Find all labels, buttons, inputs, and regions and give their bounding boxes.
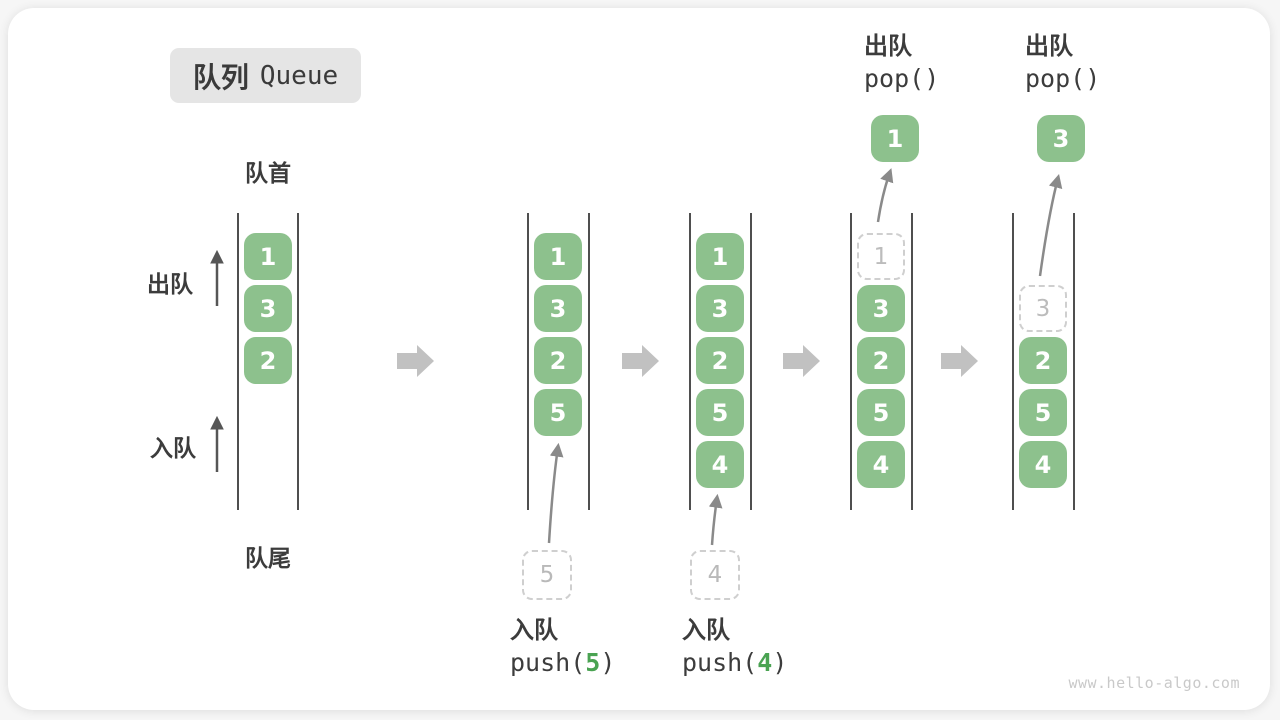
- queue-item-box: 3: [244, 285, 292, 332]
- queue-item-box: 3: [696, 285, 744, 332]
- queue-item-box: 2: [534, 337, 582, 384]
- code-fn: pop(): [1025, 64, 1101, 93]
- diagram-card: [8, 8, 1270, 710]
- pop-code: pop(): [864, 62, 939, 95]
- title-en: Queue: [259, 60, 339, 91]
- queue-item-box: 5: [534, 389, 582, 436]
- queue-wall-left: [689, 213, 691, 510]
- queue-item-box: 2: [1019, 337, 1067, 384]
- queue-item-box: 2: [244, 337, 292, 384]
- enqueue-side-label: 入队: [150, 436, 196, 462]
- queue-item-box: 5: [1019, 389, 1067, 436]
- queue-wall-right: [911, 213, 913, 510]
- queue-rear-label: 队尾: [245, 546, 291, 572]
- queue-wall-left: [237, 213, 239, 510]
- queue-wall-left: [527, 213, 529, 510]
- queue-item-box: 1: [244, 233, 292, 280]
- queue-wall-right: [297, 213, 299, 510]
- enqueue-label: 入队: [510, 616, 558, 644]
- queue-wall-left: [850, 213, 852, 510]
- queue-front-label: 队首: [245, 161, 291, 187]
- dequeue-label: 出队: [1025, 32, 1073, 60]
- queue-item-box: 1: [696, 233, 744, 280]
- pending-item-box: 5: [522, 550, 572, 600]
- queue-wall-right: [1073, 213, 1075, 510]
- watermark: www.hello-algo.com: [1068, 674, 1240, 692]
- code-fn: push(: [510, 648, 586, 677]
- push-code: push(5): [510, 646, 615, 679]
- queue-item-box: 5: [696, 389, 744, 436]
- popped-item-box: 1: [871, 115, 919, 162]
- title-zh: 队列: [192, 60, 249, 94]
- code-arg: 5: [585, 648, 601, 677]
- queue-item-box: 1: [534, 233, 582, 280]
- queue-item-box: 3: [534, 285, 582, 332]
- code-fn: pop(): [864, 64, 940, 93]
- dequeue-label: 出队: [864, 32, 912, 60]
- dequeue-operation-label: 出队 pop(): [1025, 30, 1100, 95]
- queue-item-box: 3: [857, 285, 905, 332]
- queue-wall-right: [588, 213, 590, 510]
- code-arg: 4: [757, 648, 773, 677]
- enqueue-operation-label: 入队 push(5): [510, 614, 615, 679]
- code-close: ): [600, 648, 616, 677]
- queue-item-box: 4: [857, 441, 905, 488]
- dequeue-operation-label: 出队 pop(): [864, 30, 939, 95]
- queue-item-box: 4: [696, 441, 744, 488]
- diagram-title: 队列 Queue: [170, 48, 361, 103]
- queue-item-box: 2: [857, 337, 905, 384]
- dequeue-side-label: 出队: [147, 272, 193, 298]
- ghost-item-box: 1: [857, 233, 905, 280]
- enqueue-operation-label: 入队 push(4): [682, 614, 787, 679]
- queue-wall-right: [750, 213, 752, 510]
- queue-item-box: 5: [857, 389, 905, 436]
- pop-code: pop(): [1025, 62, 1100, 95]
- code-close: ): [772, 648, 788, 677]
- ghost-item-box: 3: [1019, 285, 1067, 332]
- popped-item-box: 3: [1037, 115, 1085, 162]
- queue-wall-left: [1012, 213, 1014, 510]
- code-fn: push(: [682, 648, 758, 677]
- enqueue-label: 入队: [682, 616, 730, 644]
- queue-item-box: 2: [696, 337, 744, 384]
- queue-item-box: 4: [1019, 441, 1067, 488]
- push-code: push(4): [682, 646, 787, 679]
- pending-item-box: 4: [690, 550, 740, 600]
